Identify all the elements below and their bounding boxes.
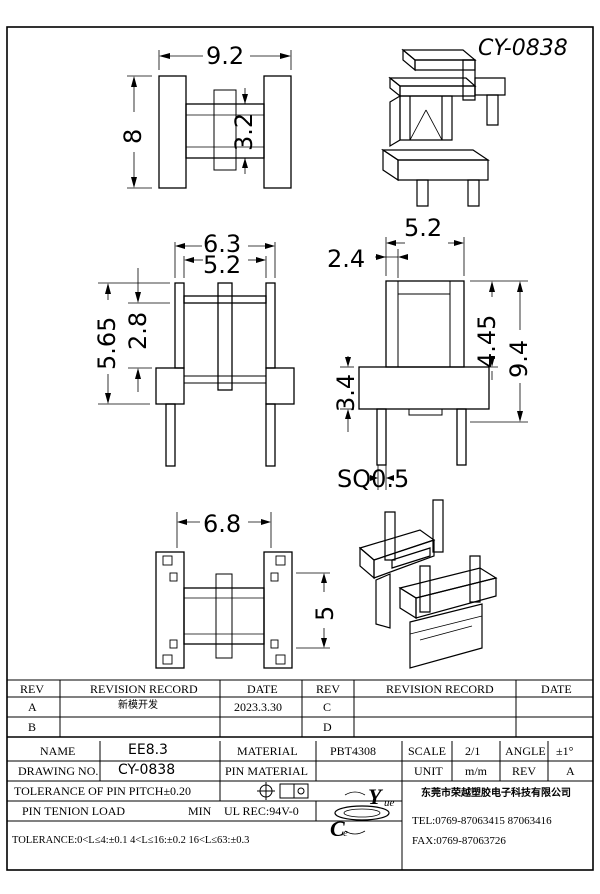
dim-side-lower: 3.4 [332, 373, 360, 412]
isometric-view-top [381, 48, 506, 207]
dim-side-offset: 2.4 [327, 245, 366, 273]
name-value: EE8.3 [128, 742, 168, 758]
name-label: NAME [40, 744, 76, 758]
logo-letter-e: e [343, 827, 348, 839]
rev-row-b-rev: B [28, 720, 37, 734]
bottom-view [155, 512, 330, 669]
drawing-code-label: CY-0838 [478, 36, 568, 61]
scale-value: 2/1 [465, 744, 481, 758]
dim-bottom-height: 5 [311, 605, 339, 621]
material-value: PBT4308 [330, 744, 377, 758]
rev-header-rev-2: REV [316, 682, 340, 696]
rev-row-a-record: 新模开发 [118, 700, 158, 711]
dim-top-width: 9.2 [206, 42, 245, 70]
dim-front-width-outer: 6.3 [203, 230, 242, 258]
drawing-no-label: DRAWING NO. [18, 764, 99, 778]
pin-load-label: PIN TENION LOAD [22, 804, 126, 818]
dim-side-upper: 4.45 [473, 314, 501, 368]
rev-row-c-rev: C [323, 700, 332, 714]
dim-top-height: 8 [119, 128, 147, 144]
dim-bottom-width: 6.8 [203, 510, 242, 538]
rev-header-record-2: REVISION RECORD [386, 682, 494, 696]
general-tolerance: TOLERANCE:0<L≤4:±0.1 4<L≤16:±0.2 16<L≤63… [12, 835, 250, 846]
drawing-no-value: CY-0838 [118, 762, 176, 778]
side-view [340, 237, 528, 490]
rev-header-record-1: REVISION RECORD [90, 682, 198, 696]
dim-front-width-inner: 5.2 [203, 251, 242, 279]
revision-table-grid [7, 679, 593, 738]
isometric-view-bottom [358, 499, 498, 669]
rev-value: A [566, 764, 575, 778]
dim-top-inner: 3.2 [230, 112, 258, 151]
pin-material-label: PIN MATERIAL [225, 764, 308, 778]
logo-letter-y: Y [368, 784, 382, 809]
sheet-border [6, 26, 594, 871]
position-tolerance-symbol [257, 782, 309, 800]
logo-letter-ue: ue [384, 797, 395, 809]
material-label: MATERIAL [237, 744, 298, 758]
ul-rec: UL REC:94V-0 [224, 804, 299, 818]
dim-front-inner-height: 2.8 [124, 311, 152, 350]
dim-side-total: 9.4 [505, 339, 533, 378]
angle-value: ±1° [556, 744, 574, 758]
dim-front-height: 5.65 [93, 316, 121, 370]
top-view [127, 50, 292, 189]
company-logo [334, 791, 390, 835]
pin-load-value: MIN [188, 804, 212, 818]
rev-header-date-2: DATE [541, 682, 572, 696]
rev-row-a-date: 2023.3.30 [234, 700, 282, 714]
dim-side-width: 5.2 [404, 214, 443, 242]
dim-pin-size: SQ0.5 [337, 465, 410, 493]
logo-letter-c: C [330, 816, 345, 841]
company-tel: TEL:0769-87063415 87063416 [412, 815, 552, 827]
unit-label: UNIT [414, 764, 443, 778]
company-name: 东莞市荣越塑胶电子科技有限公司 [421, 788, 571, 799]
rev-header-rev-1: REV [20, 682, 44, 696]
pitch-tolerance: TOLERANCE OF PIN PITCH±0.20 [14, 784, 192, 798]
company-fax: FAX:0769-87063726 [412, 835, 506, 847]
rev-label: REV [512, 764, 536, 778]
title-block-grid [7, 741, 593, 870]
rev-row-a-rev: A [28, 700, 37, 714]
angle-label: ANGLE [505, 744, 546, 758]
unit-value: m/m [465, 764, 488, 778]
rev-row-d-rev: D [323, 720, 332, 734]
front-view [98, 242, 295, 467]
rev-header-date-1: DATE [247, 682, 278, 696]
scale-label: SCALE [408, 744, 447, 758]
